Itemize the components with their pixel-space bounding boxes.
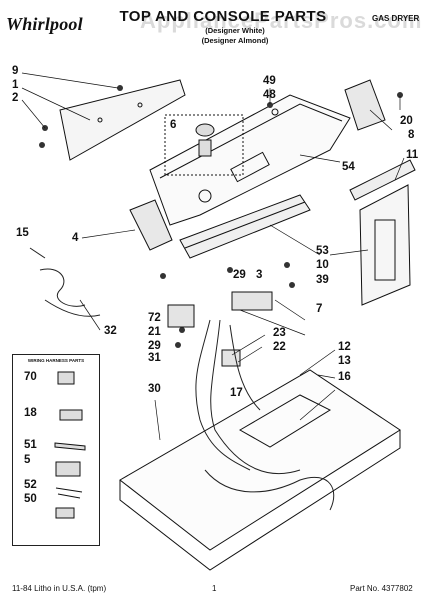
callout-3: 3 xyxy=(256,269,263,281)
leader-lines xyxy=(21,72,405,441)
callout-7: 7 xyxy=(316,303,323,315)
brand-logo: Whirlpool xyxy=(6,14,83,34)
timer-assembly xyxy=(167,291,273,367)
panel-callout-50: 50 xyxy=(24,493,37,505)
callout-49: 49 xyxy=(263,75,276,87)
console-support xyxy=(179,194,311,259)
end-cap-right xyxy=(344,79,386,131)
callout-12: 12 xyxy=(338,341,351,353)
callout-13: 13 xyxy=(338,355,351,367)
screws xyxy=(39,85,403,348)
footer-print-info: 11-84 Litho in U.S.A. (tpm) xyxy=(12,584,107,593)
callout-17: 17 xyxy=(230,387,243,399)
callout-23: 23 xyxy=(273,327,286,339)
footer-part-number: Part No. 4377802 xyxy=(350,584,413,593)
console-panel xyxy=(149,94,351,226)
callout-32: 32 xyxy=(104,325,117,337)
end-cap-left xyxy=(129,199,173,251)
callout-1: 1 xyxy=(12,79,19,91)
model-line-1: (Designer White) xyxy=(205,26,265,35)
product-type: GAS DRYER xyxy=(372,14,420,23)
callout-15: 15 xyxy=(16,227,29,239)
watermark-text: AppliancePartsPros.com xyxy=(140,8,423,33)
wiring-harness-parts-box xyxy=(12,354,100,546)
wiring-harness xyxy=(29,247,335,511)
callout-29b: 29 xyxy=(148,340,161,352)
callout-54: 54 xyxy=(342,161,355,173)
model-line-2: (Designer Almond) xyxy=(201,36,269,45)
panel-callout-51: 51 xyxy=(24,439,37,451)
callout-22: 22 xyxy=(273,341,286,353)
footer-page-number: 1 xyxy=(212,584,217,593)
callout-11: 11 xyxy=(406,149,419,161)
panel-callout-5: 5 xyxy=(24,454,31,466)
callout-4: 4 xyxy=(72,232,79,244)
panel-callout-70: 70 xyxy=(24,371,37,383)
panel-callout-52: 52 xyxy=(24,479,37,491)
wiring-harness-parts-title: WIRING HARNESS PARTS xyxy=(27,358,85,363)
callout-72: 72 xyxy=(148,312,161,324)
callout-6: 6 xyxy=(170,119,177,131)
callout-10: 10 xyxy=(316,259,329,271)
callout-30: 30 xyxy=(148,383,161,395)
callout-31: 31 xyxy=(148,352,161,364)
callout-2: 2 xyxy=(12,92,19,104)
callout-39: 39 xyxy=(316,274,329,286)
callout-48: 48 xyxy=(263,89,276,101)
console-end-frame xyxy=(349,159,416,306)
callout-16: 16 xyxy=(338,371,351,383)
callout-21: 21 xyxy=(148,326,161,338)
callout-53: 53 xyxy=(316,245,329,257)
callout-8: 8 xyxy=(408,129,415,141)
harness-parts-icons xyxy=(54,371,86,519)
panel-callout-18: 18 xyxy=(24,407,37,419)
dryer-top xyxy=(119,369,401,571)
callout-9: 9 xyxy=(12,65,19,77)
callout-20: 20 xyxy=(400,115,413,127)
page-title: TOP AND CONSOLE PARTS xyxy=(119,8,327,25)
callout-29a: 29 xyxy=(233,269,246,281)
rear-panel-bracket xyxy=(59,79,186,161)
control-knob xyxy=(164,114,244,176)
